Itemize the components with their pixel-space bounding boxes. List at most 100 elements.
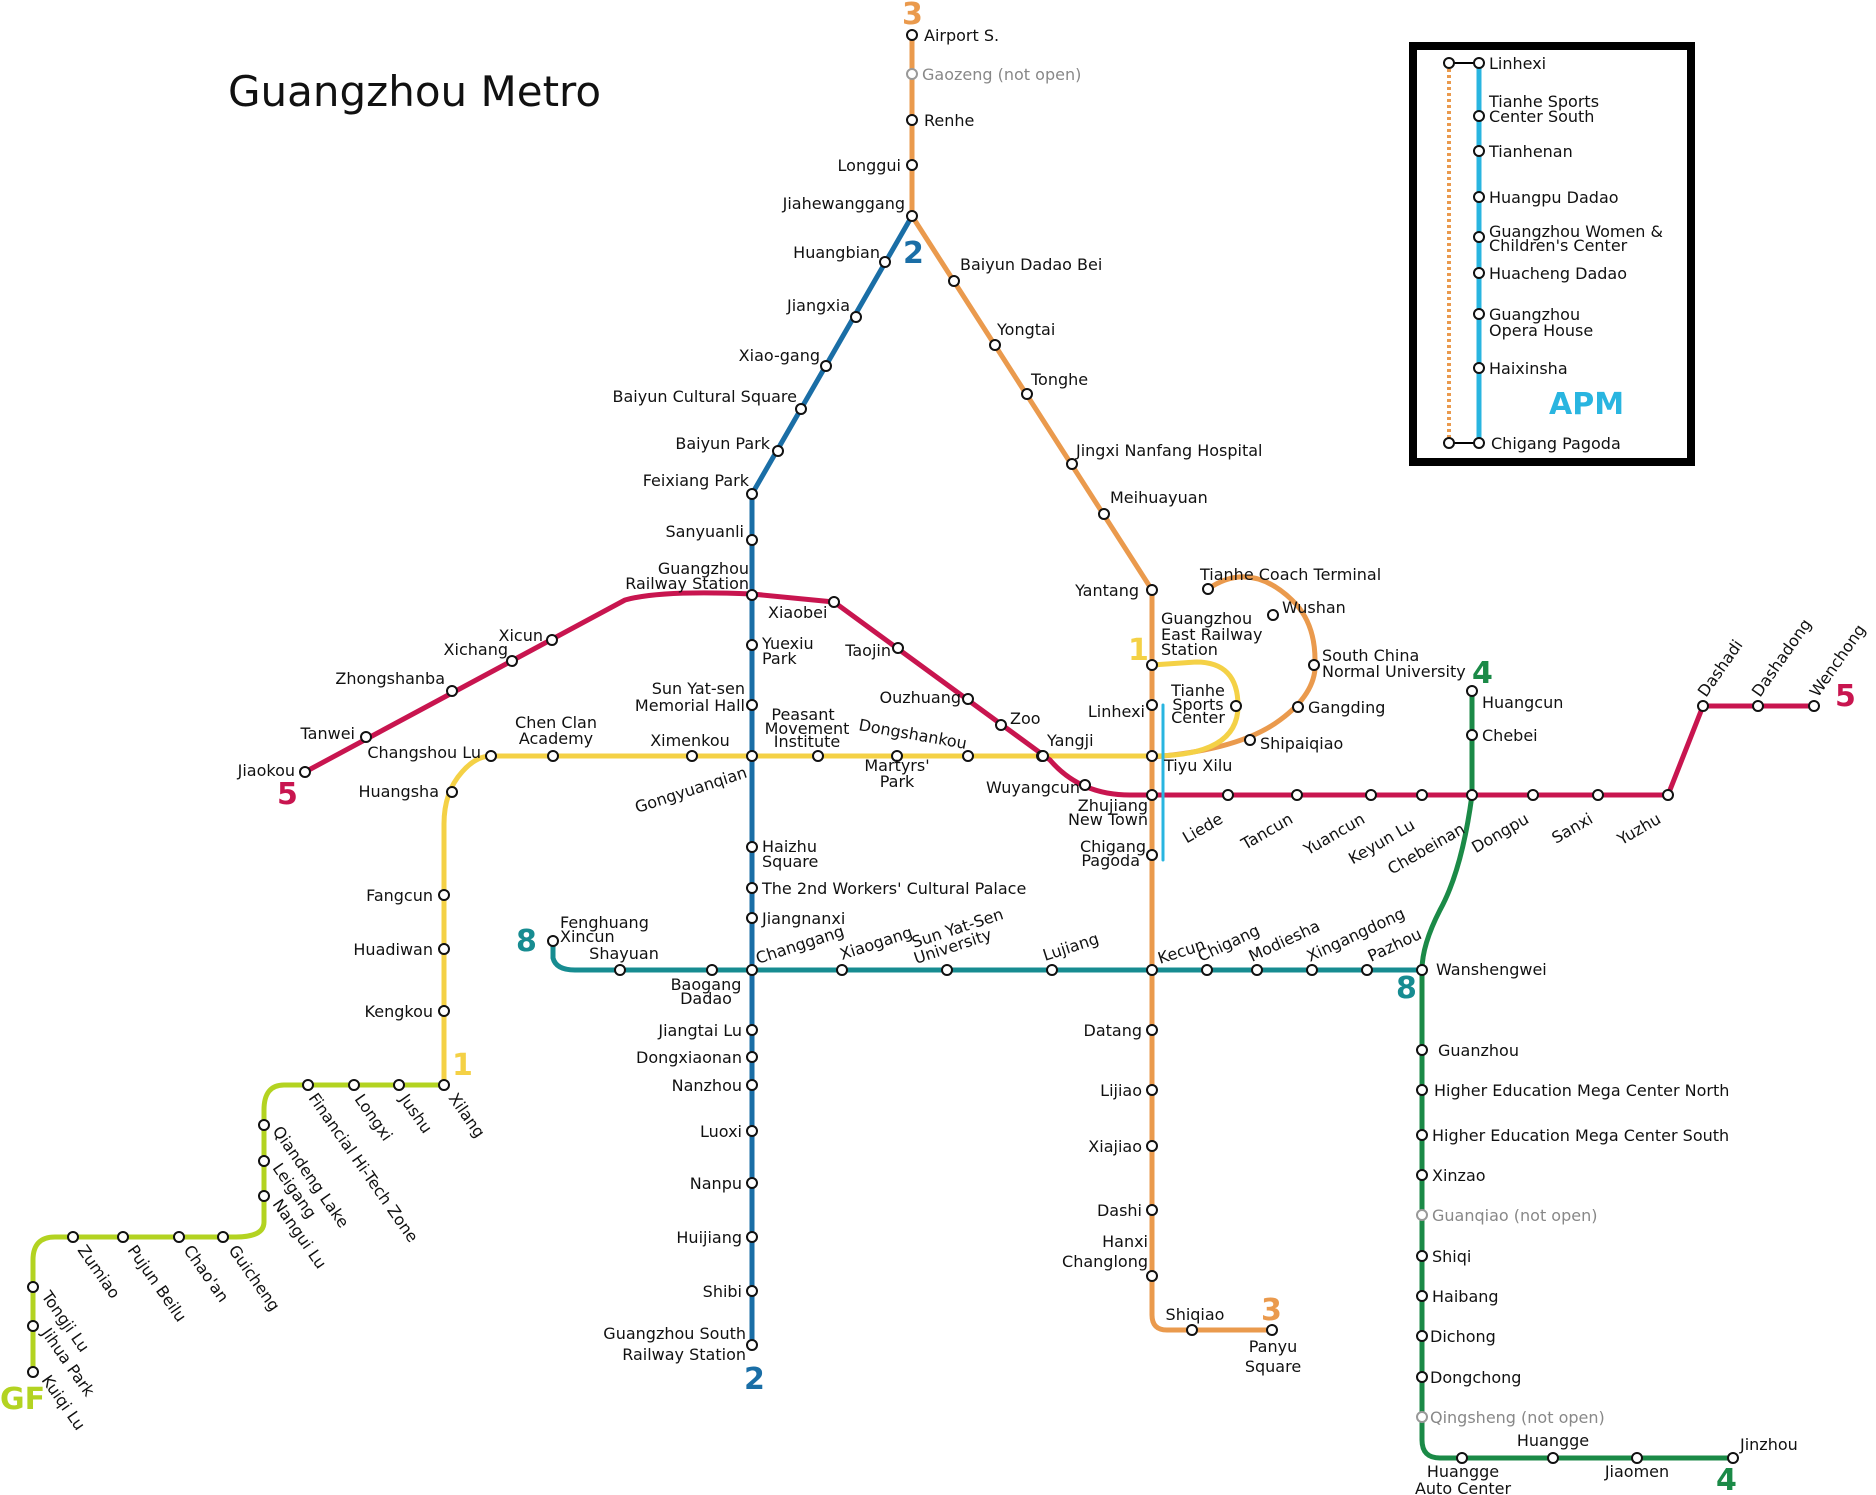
station-label: Shayuan	[589, 944, 659, 963]
station-label: Changshou Lu	[367, 743, 481, 762]
station-label: Tiyu Xilu	[1163, 756, 1232, 775]
station-label: Guanqiao (not open)	[1432, 1206, 1597, 1225]
station-label: Lijiao	[1100, 1081, 1142, 1100]
station-label: Chigang	[1080, 837, 1146, 856]
station-label: Chebei	[1482, 726, 1538, 745]
station-label: Auto Center	[1415, 1479, 1512, 1495]
station-label: Gaozeng (not open)	[922, 65, 1081, 84]
station-label: Baogang	[671, 975, 742, 994]
apm-station-label: Opera House	[1489, 321, 1593, 340]
line-3-main	[909, 32, 1275, 1333]
station-label: Park	[880, 772, 915, 791]
station-label: Jiaokou	[237, 761, 295, 780]
station-label: Huangbian	[793, 243, 880, 262]
station-label: Sanyuanli	[665, 522, 744, 541]
station-label: Dichong	[1430, 1327, 1496, 1346]
station-label: Huangcun	[1482, 693, 1563, 712]
station-label: Xiaobei	[768, 603, 827, 622]
station-label: Longgui	[838, 156, 901, 175]
station-label: Center	[1171, 708, 1225, 727]
station-label: Baiyun Dadao Bei	[960, 255, 1102, 274]
station-label: The 2nd Workers' Cultural Palace	[761, 879, 1026, 898]
station-label: Jiangnanxi	[761, 909, 845, 928]
apm-stations	[1443, 57, 1485, 449]
station-label: Ouzhuang	[879, 688, 961, 707]
station-label: Shipaiqiao	[1260, 734, 1343, 753]
station-label: Dongshankou	[857, 715, 968, 753]
station-label: Higher Education Mega Center North	[1434, 1081, 1729, 1100]
station-label: Xilang	[445, 1089, 489, 1141]
station-label: Nanzhou	[672, 1076, 742, 1095]
station-label: South China	[1322, 646, 1419, 665]
line-3-number-top: 3	[902, 0, 923, 32]
station-label: Xiaogang	[837, 922, 914, 963]
station-label: Tancun	[1237, 809, 1296, 854]
station-label: Fangcun	[366, 886, 433, 905]
line-8-number-left: 8	[516, 924, 537, 959]
station-label: Zoo	[1010, 709, 1041, 728]
station-label: Zhongshanba	[335, 669, 445, 688]
station-label: Memorial Hall	[635, 696, 745, 715]
station-label: Railway Station	[622, 1345, 746, 1364]
line-8	[550, 938, 1425, 973]
station-label: Jinzhou	[1739, 1435, 1798, 1454]
station-label: Changlong	[1062, 1252, 1148, 1271]
station-label: Renhe	[924, 111, 974, 130]
station-label: Martyrs'	[864, 756, 929, 775]
station-markers	[27, 29, 1820, 1464]
station-label: Chao'an	[180, 1241, 233, 1305]
station-label: East Railway	[1161, 625, 1262, 644]
station-label: Xincun	[560, 927, 615, 946]
station-label: Meihuayuan	[1110, 488, 1208, 507]
station-label: Xiajiao	[1088, 1137, 1142, 1156]
station-label: Dongchong	[1430, 1368, 1521, 1387]
station-label: Tianhe Coach Terminal	[1199, 565, 1381, 584]
station-label: Dongxiaonan	[636, 1048, 742, 1067]
line-2-number-top: 2	[903, 236, 924, 271]
line-2-number-bottom: 2	[744, 1362, 765, 1397]
apm-station-label: Children's Center	[1489, 236, 1628, 255]
station-label: Dashadong	[1748, 615, 1816, 700]
line-3-number-bottom: 3	[1261, 1293, 1282, 1328]
line-4	[1419, 688, 1736, 1461]
line-1-number-bottom: 1	[452, 1048, 473, 1083]
station-label: Jiaomen	[1604, 1462, 1669, 1481]
station-label: Station	[1161, 640, 1218, 659]
station-label: Park	[762, 649, 797, 668]
station-label: Fenghuang	[560, 913, 649, 932]
station-label: Jiahewanggang	[782, 194, 905, 213]
station-label: Guanzhou	[1438, 1041, 1519, 1060]
station-label: Taojin	[844, 641, 891, 660]
apm-station-label: Linhexi	[1489, 54, 1546, 73]
station-label: Airport S.	[924, 26, 999, 45]
line-5	[302, 590, 1817, 798]
apm-title: APM	[1549, 387, 1624, 422]
station-label: Shibi	[703, 1282, 742, 1301]
apm-station-label: Huacheng Dadao	[1489, 264, 1627, 283]
station-label: Yantang	[1074, 581, 1139, 600]
station-label: Datang	[1084, 1021, 1143, 1040]
station-label: Xiao-gang	[739, 346, 820, 365]
station-label: Guangzhou	[1161, 609, 1252, 628]
station-label: Huangge	[1517, 1431, 1589, 1450]
station-label: Baiyun Cultural Square	[613, 387, 797, 406]
station-label: Liede	[1179, 809, 1226, 847]
station-label: Xinzao	[1432, 1166, 1486, 1185]
apm-station-label: Tianhenan	[1488, 142, 1573, 161]
station-label: Higher Education Mega Center South	[1432, 1126, 1729, 1145]
station-label: Peasant	[771, 705, 834, 724]
station-label: Pujun Beilu	[124, 1241, 191, 1325]
apm-station-label: Haixinsha	[1489, 359, 1568, 378]
station-label: Gongyuanqian	[632, 763, 749, 817]
station-label: Feixiang Park	[643, 471, 750, 490]
line-4-number-bottom: 4	[1716, 1463, 1737, 1495]
station-label: Ximenkou	[650, 731, 730, 750]
line-1-number-top: 1	[1128, 633, 1149, 668]
station-label: Wuyangcun	[986, 778, 1080, 797]
station-label: Dadao	[680, 989, 732, 1008]
station-label: Dashi	[1097, 1201, 1142, 1220]
station-label: Jiangtai Lu	[657, 1021, 742, 1040]
line-5-number-left: 5	[277, 777, 298, 812]
station-label: Normal University	[1322, 662, 1466, 681]
